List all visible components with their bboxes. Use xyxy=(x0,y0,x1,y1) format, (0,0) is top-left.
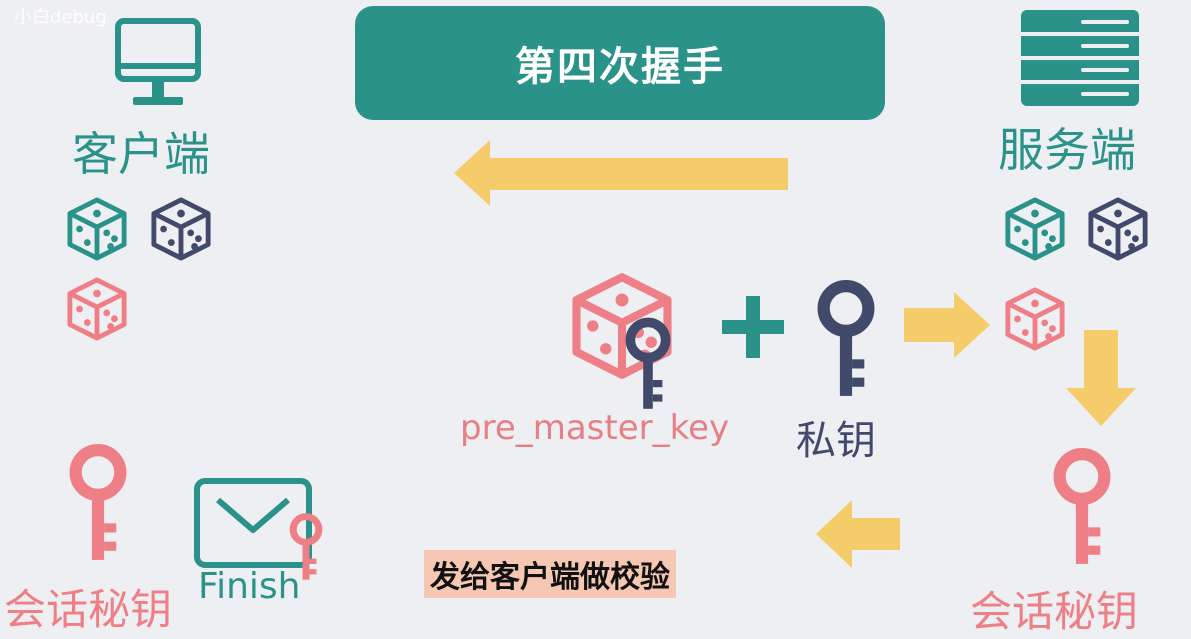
dice-icon xyxy=(66,196,128,262)
client-session-key-label: 会话秘钥 xyxy=(4,585,173,634)
server-session-key-label: 会话秘钥 xyxy=(970,587,1139,636)
arrow-icon xyxy=(904,292,990,358)
title-text: 第四次握手 xyxy=(515,44,725,90)
monitor-icon xyxy=(115,18,201,105)
key-icon xyxy=(810,278,882,400)
watermark: 小白debug xyxy=(14,7,107,28)
private-key-label: 私钥 xyxy=(796,418,876,464)
client-label: 客户端 xyxy=(72,127,210,181)
dice-icon xyxy=(1087,196,1149,262)
key-icon xyxy=(1046,446,1118,568)
finish-label: Finish xyxy=(198,566,301,607)
dice-icon xyxy=(1004,196,1066,262)
arrow-icon xyxy=(1066,330,1136,426)
pre-master-key-label: pre_master_key xyxy=(460,408,730,448)
server-icon xyxy=(1021,10,1139,106)
send-to-client-label: 发给客户端做校验 xyxy=(424,550,676,598)
key-icon xyxy=(62,442,134,564)
key-icon xyxy=(624,316,672,412)
title-banner: 第四次握手 xyxy=(355,6,885,120)
server-label: 服务端 xyxy=(998,123,1136,177)
dice-icon xyxy=(150,196,212,262)
dice-icon xyxy=(1004,286,1066,352)
dice-icon xyxy=(66,276,128,342)
arrow-icon xyxy=(816,500,900,568)
plus-icon xyxy=(722,296,784,358)
arrow-icon xyxy=(454,140,788,206)
envelope-icon xyxy=(194,478,312,568)
